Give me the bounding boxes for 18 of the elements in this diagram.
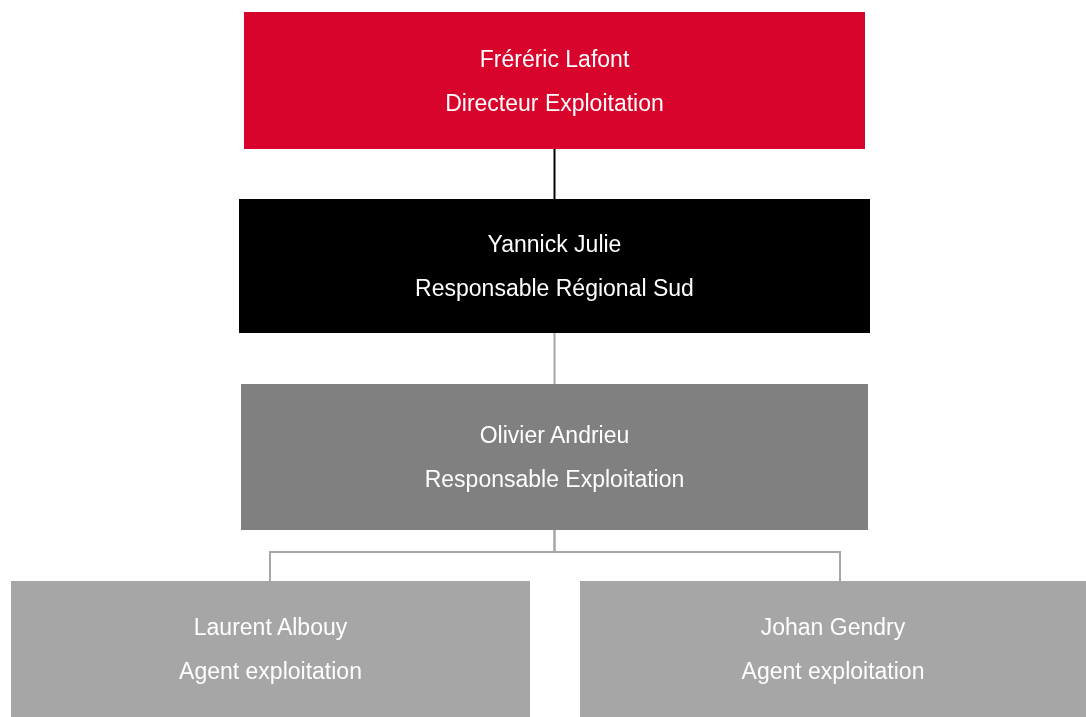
person-name: Olivier Andrieu [479, 421, 630, 450]
job-title: Responsable Exploitation [424, 465, 685, 494]
job-title: Agent exploitation [741, 657, 925, 686]
job-title: Responsable Régional Sud [415, 274, 694, 303]
connector-line [553, 148, 556, 200]
person-name: Johan Gendry [760, 613, 906, 642]
connector-line [553, 332, 556, 385]
manager-box [241, 384, 868, 530]
director-box [244, 12, 865, 149]
job-title: Directeur Exploitation [445, 88, 664, 118]
agent-box [580, 581, 1086, 717]
person-name: Laurent Albouy [193, 613, 348, 642]
job-title: Agent exploitation [179, 657, 362, 686]
person-name: Fréréric Lafont [479, 44, 630, 74]
connector-line [553, 529, 841, 582]
manager-box [239, 199, 870, 333]
person-name: Yannick Julie [487, 230, 622, 259]
agent-box [11, 581, 530, 717]
